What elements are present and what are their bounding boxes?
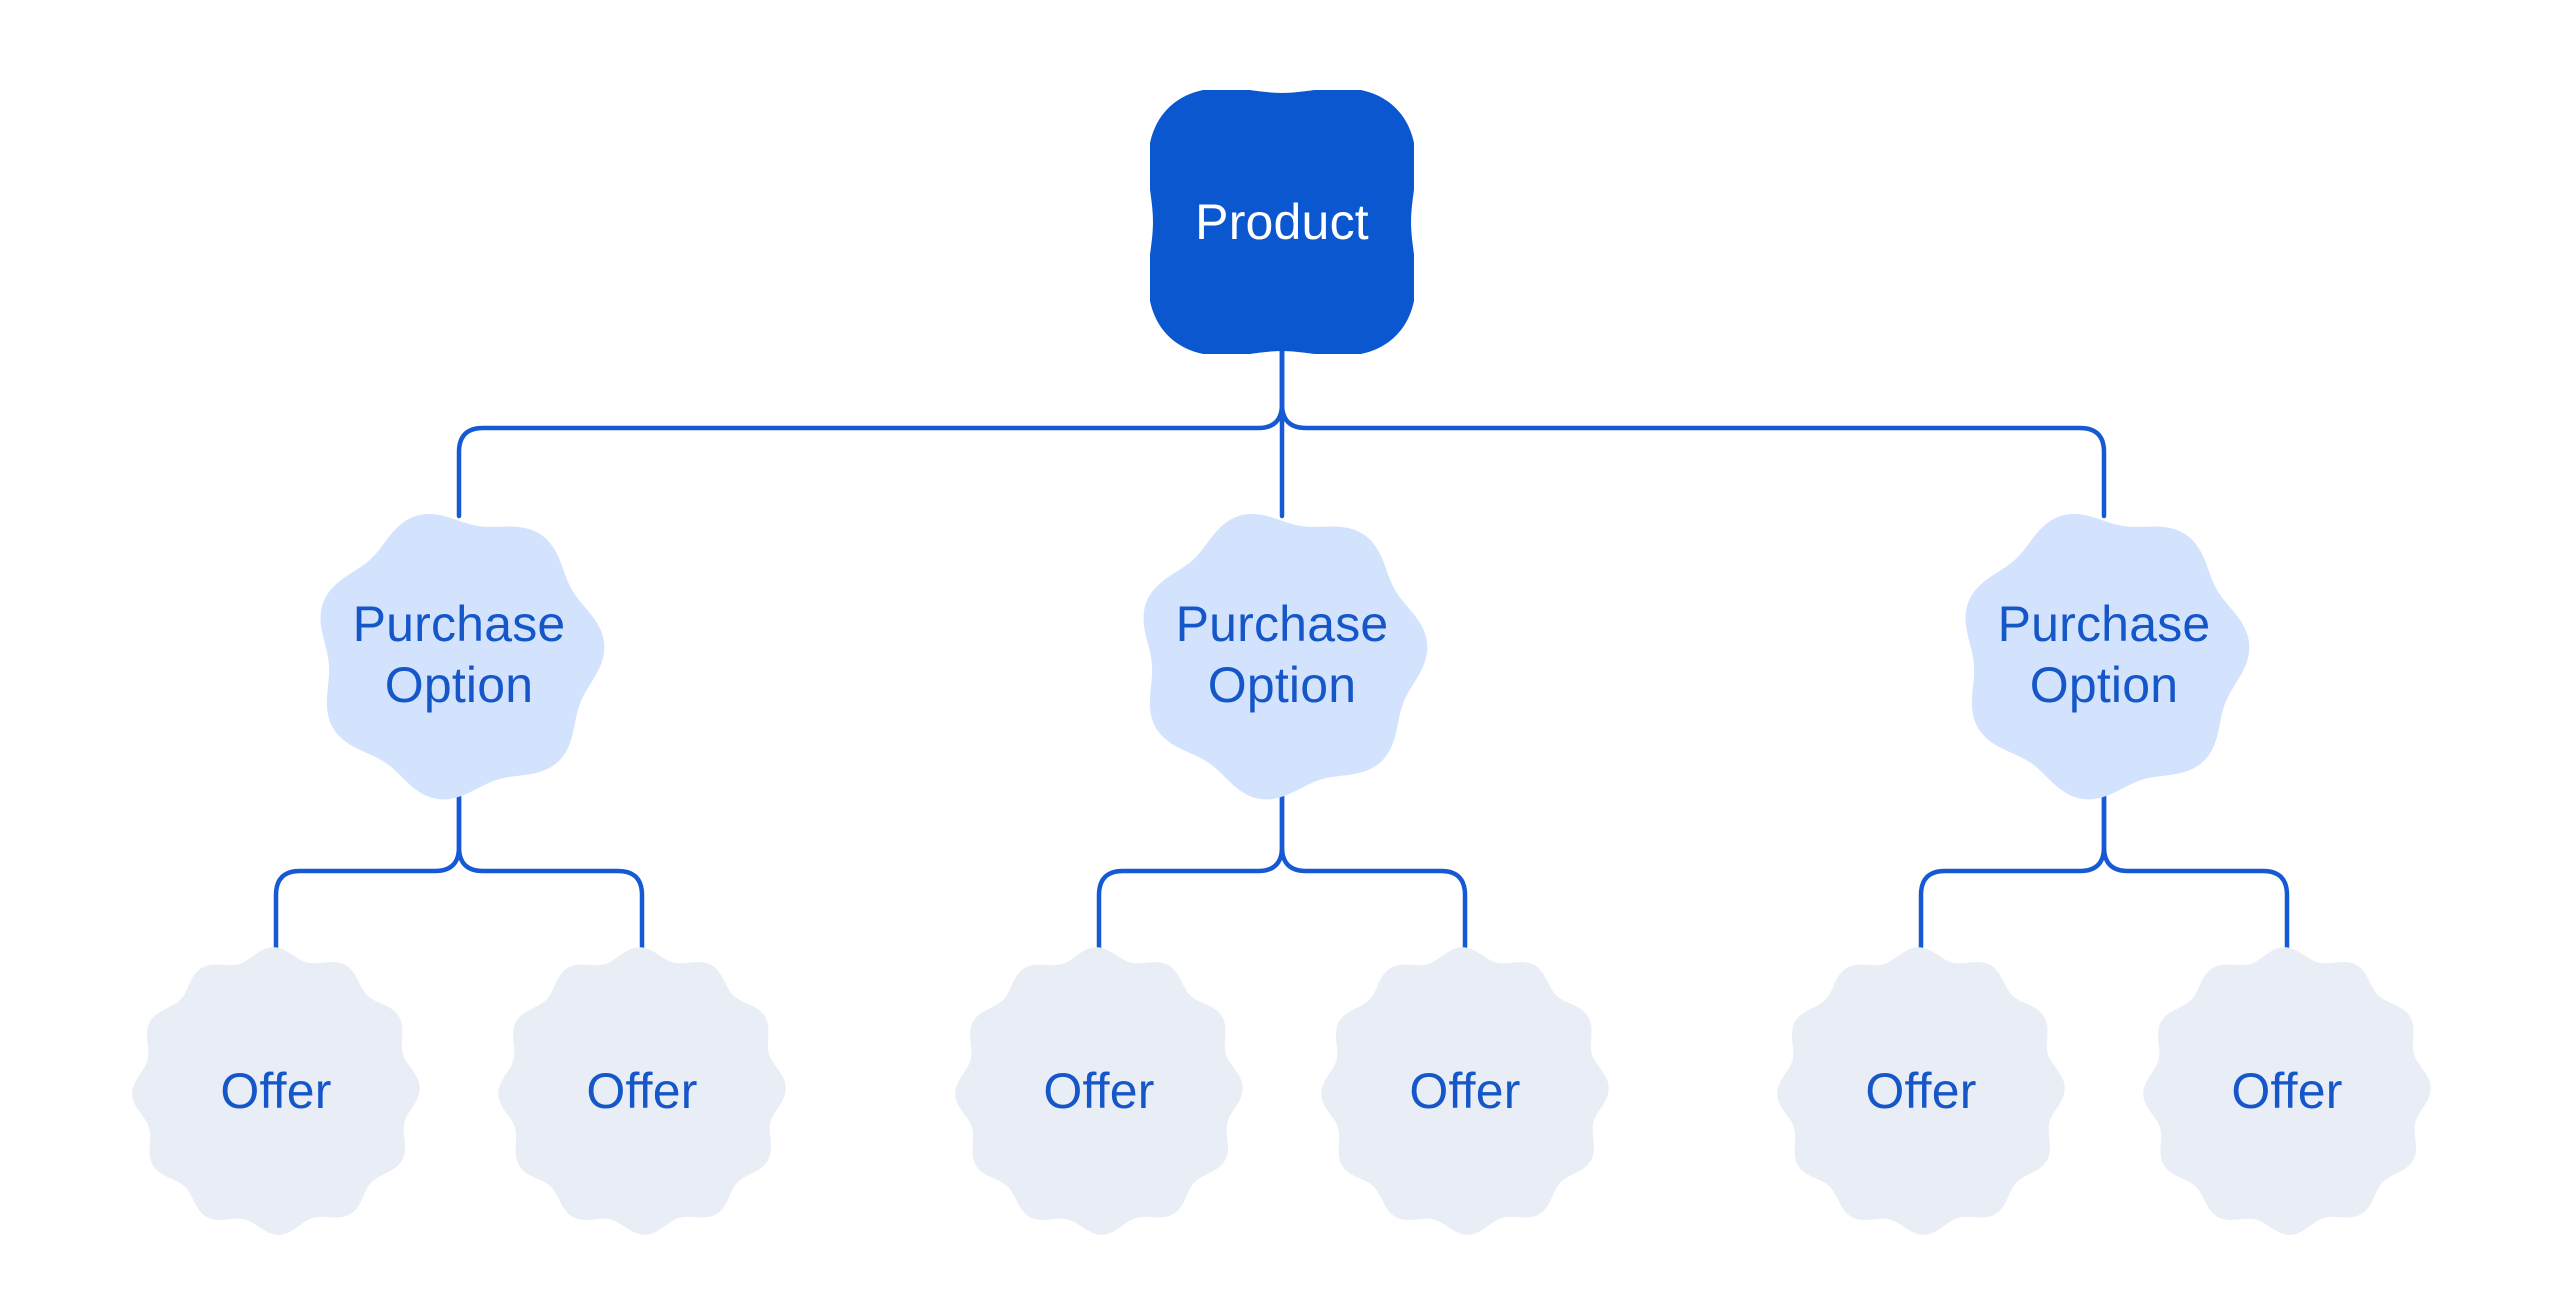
offer-scallop-shape	[498, 947, 786, 1235]
node-product: Product	[1150, 90, 1414, 354]
node-label-offer-1: Offer	[220, 1062, 332, 1119]
node-label-offer-6: Offer	[2231, 1062, 2343, 1119]
connector-option-3-to-offer-5	[1918, 791, 2107, 953]
node-label-purchase-option-1: Purchase Option	[352, 596, 566, 713]
node-offer-5: Offer	[1777, 947, 2065, 1235]
node-offer-6: Offer	[2143, 947, 2431, 1235]
node-label-offer-4: Offer	[1409, 1062, 1521, 1119]
option-flower-shape	[320, 513, 605, 800]
connector-root-to-option-3	[1279, 349, 2107, 519]
node-purchase-option-1: Purchase Option	[313, 509, 605, 801]
node-offer-3: Offer	[955, 947, 1243, 1235]
node-label-offer-3: Offer	[1043, 1062, 1155, 1119]
node-label-purchase-option-2: Purchase Option	[1175, 596, 1389, 713]
node-label-purchase-option-3: Purchase Option	[1997, 596, 2211, 713]
connector-option-1-to-offer-1	[273, 791, 462, 953]
option-flower-shape	[1965, 513, 2250, 800]
node-label-offer-5: Offer	[1865, 1062, 1977, 1119]
option-flower-shape	[1143, 513, 1428, 800]
product-cookie-shape	[1150, 90, 1414, 354]
node-purchase-option-2: Purchase Option	[1136, 509, 1428, 801]
node-purchase-option-3: Purchase Option	[1958, 509, 2250, 801]
connector-option-2-to-offer-3	[1096, 791, 1285, 953]
offer-scallop-shape	[955, 947, 1243, 1235]
offer-scallop-shape	[1321, 947, 1609, 1235]
offer-scallop-shape	[1777, 947, 2065, 1235]
offer-scallop-shape	[132, 947, 420, 1235]
node-offer-4: Offer	[1321, 947, 1609, 1235]
node-offer-2: Offer	[498, 947, 786, 1235]
node-offer-1: Offer	[132, 947, 420, 1235]
node-label-offer-2: Offer	[586, 1062, 698, 1119]
connector-root-to-option-1	[456, 349, 1285, 519]
offer-scallop-shape	[2143, 947, 2431, 1235]
connector-option-2-to-offer-4	[1279, 791, 1468, 953]
connector-option-1-to-offer-2	[456, 791, 645, 953]
node-label-product: Product	[1195, 193, 1369, 250]
connector-option-3-to-offer-6	[2101, 791, 2290, 953]
